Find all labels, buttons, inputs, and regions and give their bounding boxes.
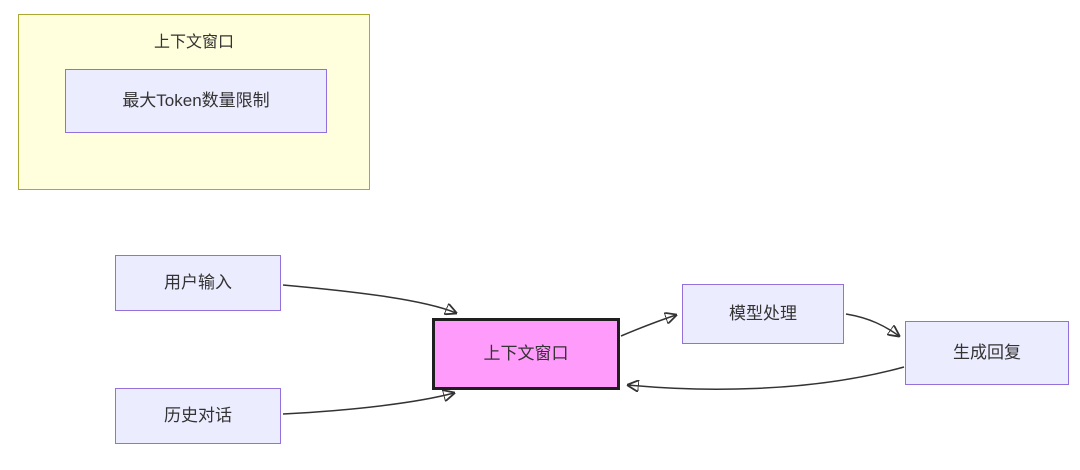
- node-max-token-limit: 最大Token数量限制: [65, 69, 327, 133]
- node-model-processing: 模型处理: [682, 284, 844, 344]
- edge-history-to-context: [282, 393, 454, 415]
- node-context-window: 上下文窗口: [432, 318, 620, 390]
- cluster-title: 上下文窗口: [153, 34, 234, 51]
- edge-model-to-reply: [845, 313, 899, 336]
- node-user-input: 用户输入: [115, 255, 281, 311]
- edge-user-input-to-context: [282, 284, 456, 313]
- cluster-context-window: 上下文窗口 最大Token数量限制: [18, 14, 370, 190]
- edge-context-to-model: [620, 315, 676, 337]
- node-history-dialogue: 历史对话: [115, 388, 281, 444]
- node-generate-reply: 生成回复: [905, 321, 1069, 385]
- edge-reply-to-context: [628, 366, 905, 389]
